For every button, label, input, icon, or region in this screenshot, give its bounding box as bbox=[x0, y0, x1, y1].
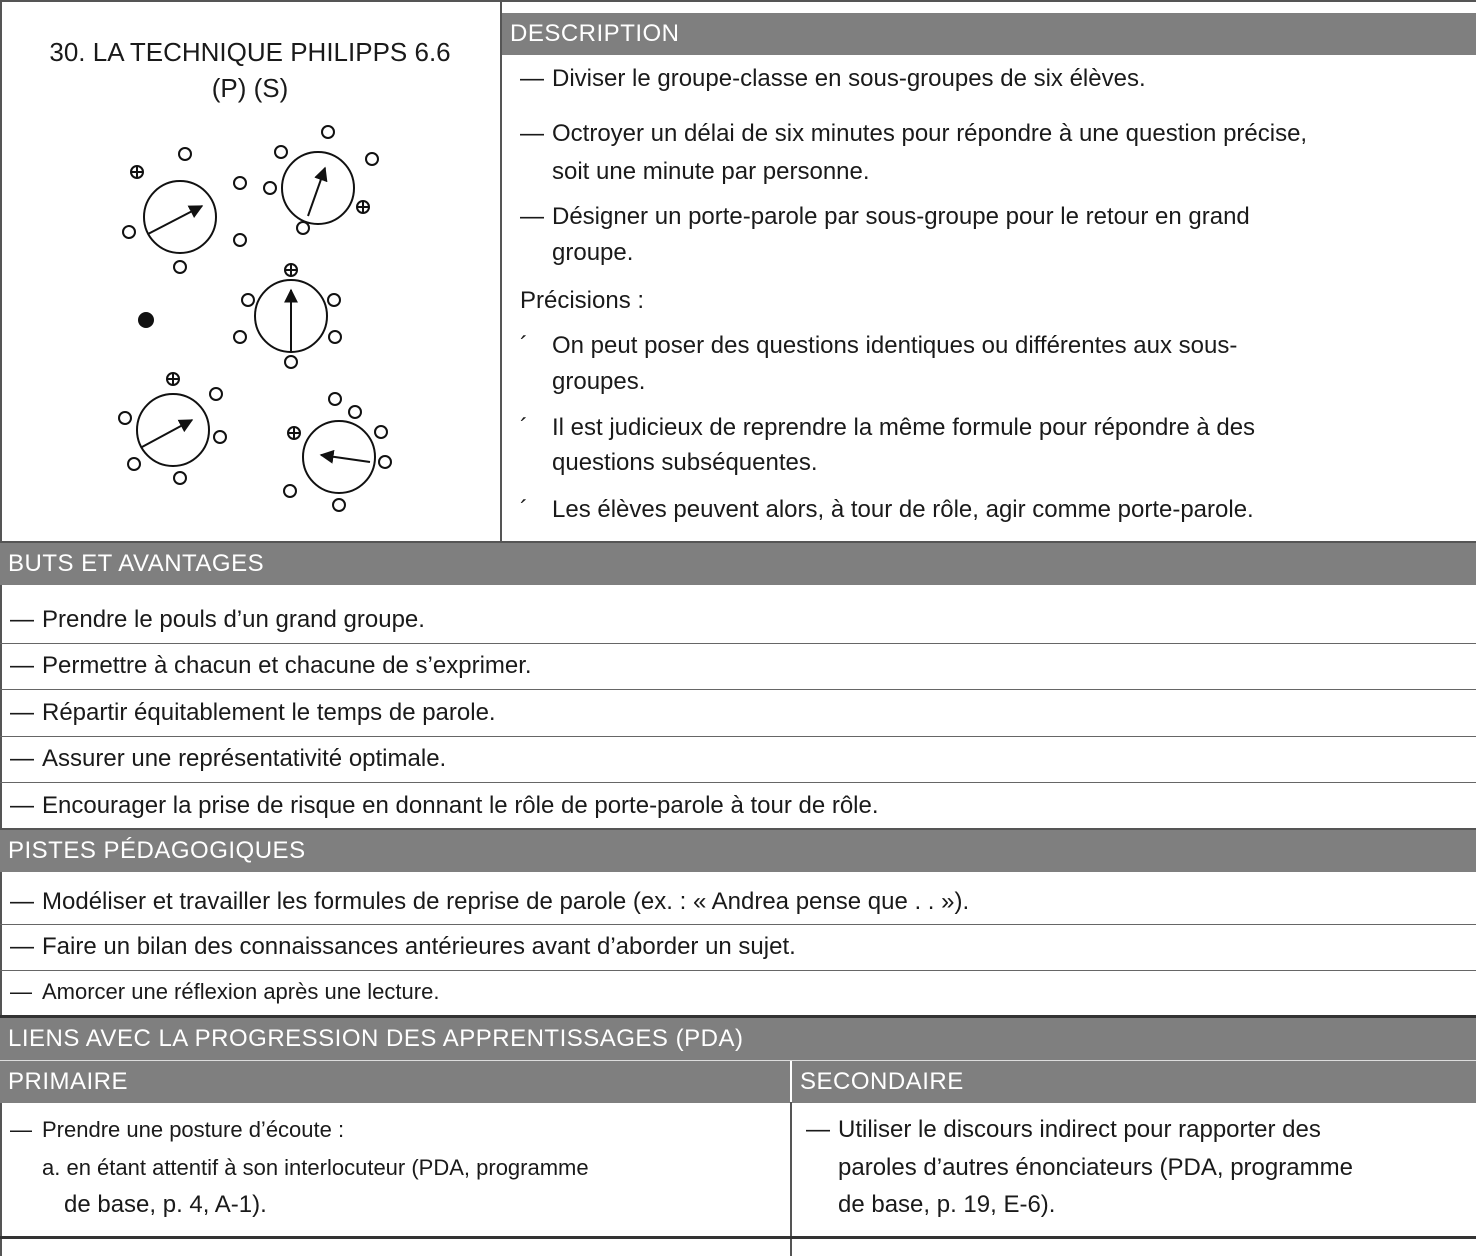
precision-item: ´Les élèves peuvent alors, à tour de rôl… bbox=[520, 496, 1254, 523]
buts-item: —Encourager la prise de risque en donnan… bbox=[10, 792, 879, 819]
participant-dot bbox=[378, 455, 392, 469]
left-rule bbox=[0, 0, 2, 1256]
description-item: —Diviser le groupe-classe en sous-groupe… bbox=[520, 65, 1146, 92]
participant-dot bbox=[173, 260, 187, 274]
technique-title: 30. LA TECHNIQUE PHILIPPS 6.6 bbox=[49, 37, 451, 67]
precision-item-cont: groupes. bbox=[552, 368, 646, 395]
participant-dot bbox=[284, 355, 298, 369]
participant-dot bbox=[173, 471, 187, 485]
participant-dot bbox=[348, 405, 362, 419]
precision-item: ´On peut poser des questions identiques … bbox=[520, 332, 1238, 359]
primaire-heading: PRIMAIRE bbox=[0, 1061, 790, 1103]
pistes-item: —Amorcer une réflexion après une lecture… bbox=[10, 979, 440, 1004]
participant-dot bbox=[233, 233, 247, 247]
participant-dot bbox=[233, 330, 247, 344]
participant-dot bbox=[328, 392, 342, 406]
buts-item: —Répartir équitablement le temps de paro… bbox=[10, 699, 496, 726]
pistes-item: —Faire un bilan des connaissances antéri… bbox=[10, 933, 796, 960]
secondaire-item: —Utiliser le discours indirect pour rapp… bbox=[806, 1116, 1321, 1143]
bottom-rule bbox=[0, 1236, 1476, 1239]
participant-dot bbox=[209, 387, 223, 401]
secondaire-item-cont: de base, p. 19, E-6). bbox=[838, 1191, 1056, 1218]
description-item: —Octroyer un délai de six minutes pour r… bbox=[520, 120, 1308, 147]
buts-item: —Prendre le pouls d’un grand groupe. bbox=[10, 606, 425, 633]
participant-dot bbox=[296, 221, 310, 235]
liens-heading: LIENS AVEC LA PROGRESSION DES APPRENTISS… bbox=[0, 1018, 1476, 1060]
buts-item: —Permettre à chacun et chacune de s’expr… bbox=[10, 652, 532, 679]
header-divider bbox=[500, 0, 502, 541]
primaire-item: —Prendre une posture d’écoute : bbox=[10, 1117, 345, 1142]
precisions-label: Précisions : bbox=[520, 287, 645, 314]
description-heading: DESCRIPTION bbox=[502, 13, 1476, 55]
pistes-heading: PISTES PÉDAGOGIQUES bbox=[0, 830, 1476, 872]
participant-dot bbox=[213, 430, 227, 444]
participant-dot bbox=[241, 293, 255, 307]
table-circle bbox=[136, 393, 210, 467]
precision-item: ´Il est judicieux de reprendre la même f… bbox=[520, 414, 1256, 441]
primaire-item-a: a. en étant attentif à son interlocuteur… bbox=[42, 1155, 589, 1180]
participant-dot bbox=[332, 498, 346, 512]
participant-dot bbox=[365, 152, 379, 166]
participant-dot bbox=[178, 147, 192, 161]
pistes-item: —Modéliser et travailler les formules de… bbox=[10, 888, 970, 915]
secondaire-item-cont: paroles d’autres énonciateurs (PDA, prog… bbox=[838, 1154, 1353, 1181]
participant-dot bbox=[127, 457, 141, 471]
description-item: —Désigner un porte-parole par sous-group… bbox=[520, 203, 1250, 230]
participant-dot bbox=[283, 484, 297, 498]
technique-codes: (P) (S) bbox=[211, 73, 289, 103]
buts-item: —Assurer une représentativité optimale. bbox=[10, 745, 447, 772]
participant-dot bbox=[274, 145, 288, 159]
participant-dot bbox=[263, 181, 277, 195]
participant-dot bbox=[122, 225, 136, 239]
table-circle bbox=[254, 279, 328, 353]
rule bbox=[0, 541, 1476, 543]
participant-dot bbox=[233, 176, 247, 190]
primaire-item-a-cont: de base, p. 4, A-1). bbox=[64, 1191, 267, 1218]
table-circle bbox=[143, 180, 217, 254]
teacher-dot bbox=[138, 312, 154, 328]
description-item-cont: groupe. bbox=[552, 239, 634, 266]
description-item-cont: soit une minute par personne. bbox=[552, 158, 870, 185]
table-circle bbox=[281, 151, 355, 225]
precision-item-cont: questions subséquentes. bbox=[552, 449, 818, 476]
secondaire-heading: SECONDAIRE bbox=[792, 1061, 1476, 1103]
participant-dot bbox=[328, 330, 342, 344]
buts-heading: BUTS ET AVANTAGES bbox=[0, 543, 1476, 585]
participant-dot bbox=[374, 425, 388, 439]
top-rule bbox=[0, 0, 1476, 2]
table-circle bbox=[302, 420, 376, 494]
pda-divider bbox=[790, 1102, 792, 1256]
participant-dot bbox=[321, 125, 335, 139]
group-diagram bbox=[118, 125, 392, 512]
participant-dot bbox=[118, 411, 132, 425]
participant-dot bbox=[327, 293, 341, 307]
